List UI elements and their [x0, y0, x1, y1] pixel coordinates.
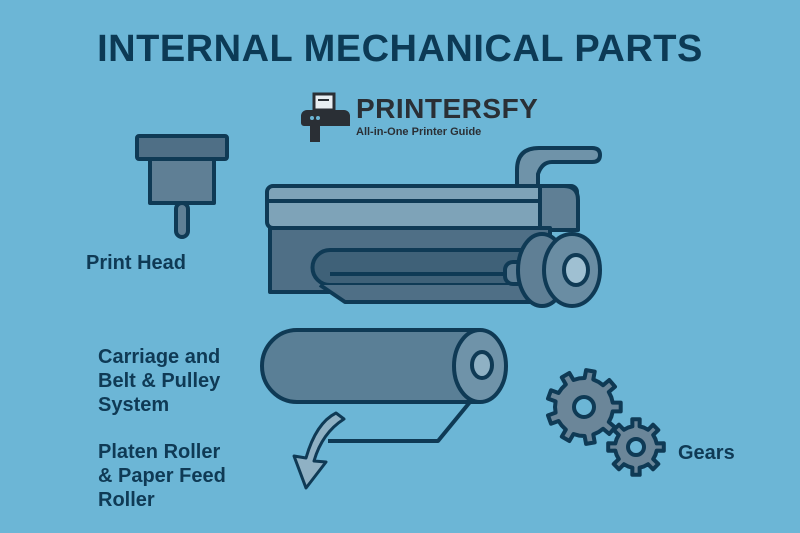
- brand-tagline: All-in-One Printer Guide: [356, 126, 482, 138]
- printer-logo-icon: [301, 92, 350, 142]
- label-line: Belt & Pulley: [98, 370, 221, 392]
- carriage-assembly-icon: [265, 146, 602, 308]
- label-line: Roller: [98, 489, 155, 511]
- gear-small-icon: [606, 417, 666, 477]
- label-line: & Paper Feed: [98, 465, 226, 487]
- label-carriage-belt-pulley: Carriage and Belt & Pulley System: [98, 345, 220, 417]
- paper-feed-arrow-icon: [292, 411, 346, 490]
- label-print-head: Print Head: [86, 252, 187, 274]
- gear-large-icon: [546, 368, 623, 446]
- print-head-icon: [135, 134, 229, 239]
- page-title: INTERNAL MECHANICAL PARTS: [97, 28, 703, 70]
- gear-hole: [626, 437, 646, 457]
- label-line: Carriage and: [98, 346, 221, 368]
- label-line: System: [98, 394, 170, 416]
- label-gears: Gears: [678, 442, 735, 464]
- brand-name: PRINTERSFY: [356, 93, 539, 124]
- brand-logo: [300, 92, 352, 149]
- gears-icon: [546, 368, 666, 477]
- label-line: Platen Roller: [98, 441, 221, 463]
- gear-hole: [572, 395, 596, 419]
- roller-icon: [260, 328, 508, 443]
- label-platen-roller: Platen Roller & Paper Feed Roller: [98, 440, 226, 512]
